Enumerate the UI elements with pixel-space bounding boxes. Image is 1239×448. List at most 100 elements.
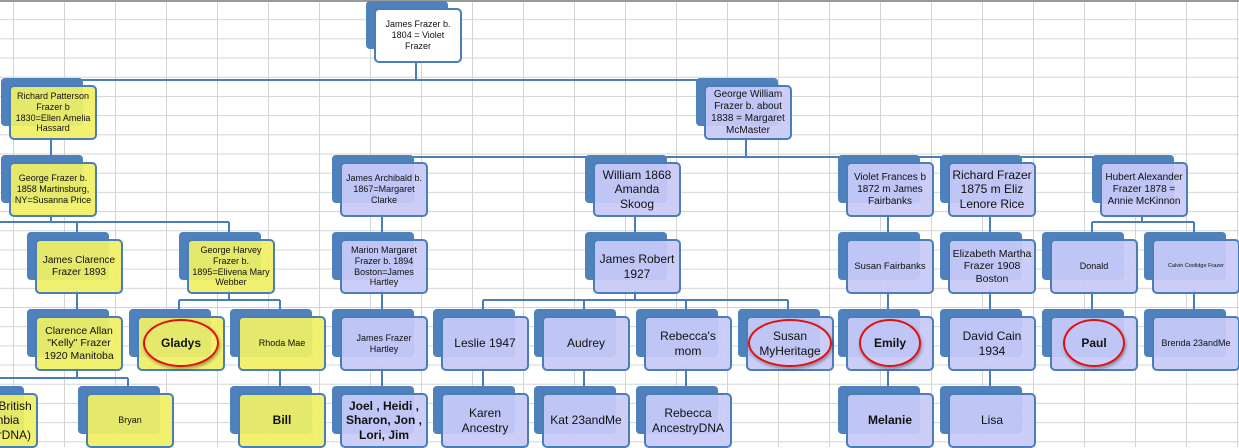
tree-node-mm[interactable]: Marion Margaret Frazer b. 1894 Boston=Ja… [332, 232, 428, 294]
node-box[interactable]: Leslie 1947 [441, 316, 529, 371]
tree-node-rf[interactable]: Richard Frazer 1875 m Eliz Lenore Rice [940, 155, 1036, 217]
node-label: James Archibald b. 1867=Margaret Clarke [345, 173, 423, 205]
node-box[interactable]: Clarence Allan "Kelly" Frazer 1920 Manit… [35, 316, 123, 371]
node-label: Donald [1079, 261, 1109, 272]
tree-node-les[interactable]: Leslie 1947 [433, 309, 529, 371]
node-box[interactable]: Donald [1050, 239, 1138, 294]
node-label: Clarence Allan "Kelly" Frazer 1920 Manit… [44, 324, 114, 362]
tree-node-mel[interactable]: Melanie [838, 386, 934, 448]
tree-node-joe[interactable]: Joel , Heidi , Sharon, Jon , Lori, Jim [332, 386, 428, 448]
tree-node-jfh[interactable]: James Frazer Hartley [332, 309, 428, 371]
tree-node-wil[interactable]: William 1868 Amanda Skoog [585, 155, 681, 217]
tree-node-kat[interactable]: Kat 23andMe [534, 386, 630, 448]
node-label: James Clarence Frazer 1893 [42, 254, 116, 278]
node-box[interactable]: Calvin Coolidge Frazer [1152, 239, 1239, 294]
node-box[interactable]: James Robert 1927 [593, 239, 681, 294]
tree-node-aud[interactable]: Audrey [534, 309, 630, 371]
node-label: James Robert 1927 [599, 252, 675, 281]
tree-node-rad[interactable]: Rebecca AncestryDNA [636, 386, 732, 448]
tree-node-bre[interactable]: Brenda 23andMe [1144, 309, 1239, 371]
node-box[interactable]: Joel , Heidi , Sharon, Jon , Lori, Jim [340, 393, 428, 448]
tree-node-root[interactable]: James Frazer b. 1804 = Violet Frazer [366, 1, 462, 63]
tree-node-cal[interactable]: Calvin Coolidge Frazer [1144, 232, 1239, 294]
node-box[interactable]: Marion Margaret Frazer b. 1894 Boston=Ja… [340, 239, 428, 294]
node-box[interactable]: Emily [846, 316, 934, 371]
node-box[interactable]: David Cain 1934 [948, 316, 1036, 371]
node-box[interactable]: Kat 23andMe [542, 393, 630, 448]
node-box[interactable]: Lisa [948, 393, 1036, 448]
node-label: Bryan [118, 415, 142, 426]
node-box[interactable]: Rebecca AncestryDNA [644, 393, 732, 448]
node-label: Karen Ancestry [461, 406, 509, 435]
tree-node-dc[interactable]: David Cain 1934 [940, 309, 1036, 371]
node-box[interactable]: Elizabeth Martha Frazer 1908 Boston [948, 239, 1036, 294]
tree-node-emi[interactable]: Emily [838, 309, 934, 371]
node-box[interactable]: James Frazer b. 1804 = Violet Frazer [374, 8, 462, 63]
tree-node-smh[interactable]: Susan MyHeritage [738, 309, 834, 371]
node-label: Kat 23andMe [550, 413, 622, 428]
node-box[interactable]: Brenda 23andMe [1152, 316, 1239, 371]
tree-node-ca[interactable]: Clarence Allan "Kelly" Frazer 1920 Manit… [27, 309, 123, 371]
node-box[interactable]: Susan Fairbanks [846, 239, 934, 294]
tree-node-jr[interactable]: James Robert 1927 [585, 232, 681, 294]
node-box[interactable]: Melanie [846, 393, 934, 448]
node-box[interactable]: James Clarence Frazer 1893 [35, 239, 123, 294]
node-box[interactable]: Bryan [86, 393, 174, 448]
node-box[interactable]: Rebecca's mom [644, 316, 732, 371]
node-label: Joel , Heidi , Sharon, Jon , Lori, Jim [345, 398, 422, 442]
node-box[interactable]: Richard Patterson Frazer b 1830=Ellen Am… [9, 85, 97, 140]
tree-node-pau[interactable]: Paul [1042, 309, 1138, 371]
node-box[interactable]: James Archibald b. 1867=Margaret Clarke [340, 162, 428, 217]
node-box[interactable]: Audrey [542, 316, 630, 371]
node-label: Rhoda Mae [258, 338, 306, 349]
tree-node-gh[interactable]: George Harvey Frazer b. 1895=Elivena Mar… [179, 232, 275, 294]
node-label: James Frazer b. 1804 = Violet Frazer [385, 19, 451, 51]
node-box[interactable]: George William Frazer b. about 1838 = Ma… [704, 85, 792, 140]
node-label: Lisa [980, 413, 1003, 428]
tree-node-gwf[interactable]: George William Frazer b. about 1838 = Ma… [696, 78, 792, 140]
node-box[interactable]: William 1868 Amanda Skoog [593, 162, 681, 217]
tree-node-rm[interactable]: Rebecca's mom [636, 309, 732, 371]
tree-node-gf[interactable]: George Frazer b. 1858 Martinsburg, NY=Su… [1, 155, 97, 217]
node-box[interactable]: Paul [1050, 316, 1138, 371]
node-box[interactable]: George Frazer b. 1858 Martinsburg, NY=Su… [9, 162, 97, 217]
node-box[interactable]: Gladys [137, 316, 225, 371]
tree-node-bry[interactable]: Bryan [78, 386, 174, 448]
node-label: Paul [1081, 336, 1107, 351]
node-box[interactable]: Violet Frances b 1872 m James Fairbanks [846, 162, 934, 217]
tree-node-rpf[interactable]: Richard Patterson Frazer b 1830=Ellen Am… [1, 78, 97, 140]
node-box[interactable]: Karen Ancestry [441, 393, 529, 448]
node-box[interactable]: Hubert Alexander Frazer 1878 = Annie McK… [1100, 162, 1188, 217]
node-label: Violet Frances b 1872 m James Fairbanks [853, 171, 927, 207]
node-label: Leslie 1947 [454, 336, 516, 351]
tree-node-rho[interactable]: Rhoda Mae [230, 309, 326, 371]
tree-node-em[interactable]: Elizabeth Martha Frazer 1908 Boston [940, 232, 1036, 294]
node-label: David Cain 1934 [962, 329, 1022, 358]
node-box[interactable]: Sandra British Columbia (AncestrDNA) [0, 393, 38, 448]
tree-node-kar[interactable]: Karen Ancestry [433, 386, 529, 448]
tree-node-bil[interactable]: Bill [230, 386, 326, 448]
node-label: Richard Frazer 1875 m Eliz Lenore Rice [952, 167, 1032, 211]
tree-node-hub[interactable]: Hubert Alexander Frazer 1878 = Annie McK… [1092, 155, 1188, 217]
tree-node-gla[interactable]: Gladys [129, 309, 225, 371]
tree-node-don[interactable]: Donald [1042, 232, 1138, 294]
tree-node-sf[interactable]: Susan Fairbanks [838, 232, 934, 294]
node-box[interactable]: Rhoda Mae [238, 316, 326, 371]
node-box[interactable]: Susan MyHeritage [746, 316, 834, 371]
node-box[interactable]: Bill [238, 393, 326, 448]
tree-node-ja[interactable]: James Archibald b. 1867=Margaret Clarke [332, 155, 428, 217]
tree-node-san[interactable]: Sandra British Columbia (AncestrDNA) [0, 386, 38, 448]
node-label: Rebecca AncestryDNA [651, 406, 725, 435]
node-box[interactable]: Richard Frazer 1875 m Eliz Lenore Rice [948, 162, 1036, 217]
node-label: Hubert Alexander Frazer 1878 = Annie McK… [1105, 171, 1183, 207]
tree-node-vf[interactable]: Violet Frances b 1872 m James Fairbanks [838, 155, 934, 217]
tree-node-lis[interactable]: Lisa [940, 386, 1036, 448]
node-label: Melanie [867, 413, 912, 428]
node-label: George Harvey Frazer b. 1895=Elivena Mar… [192, 244, 270, 288]
tree-node-jc[interactable]: James Clarence Frazer 1893 [27, 232, 123, 294]
node-box[interactable]: James Frazer Hartley [340, 316, 428, 371]
node-box[interactable]: George Harvey Frazer b. 1895=Elivena Mar… [187, 239, 275, 294]
node-label: Elizabeth Martha Frazer 1908 Boston [952, 247, 1032, 285]
